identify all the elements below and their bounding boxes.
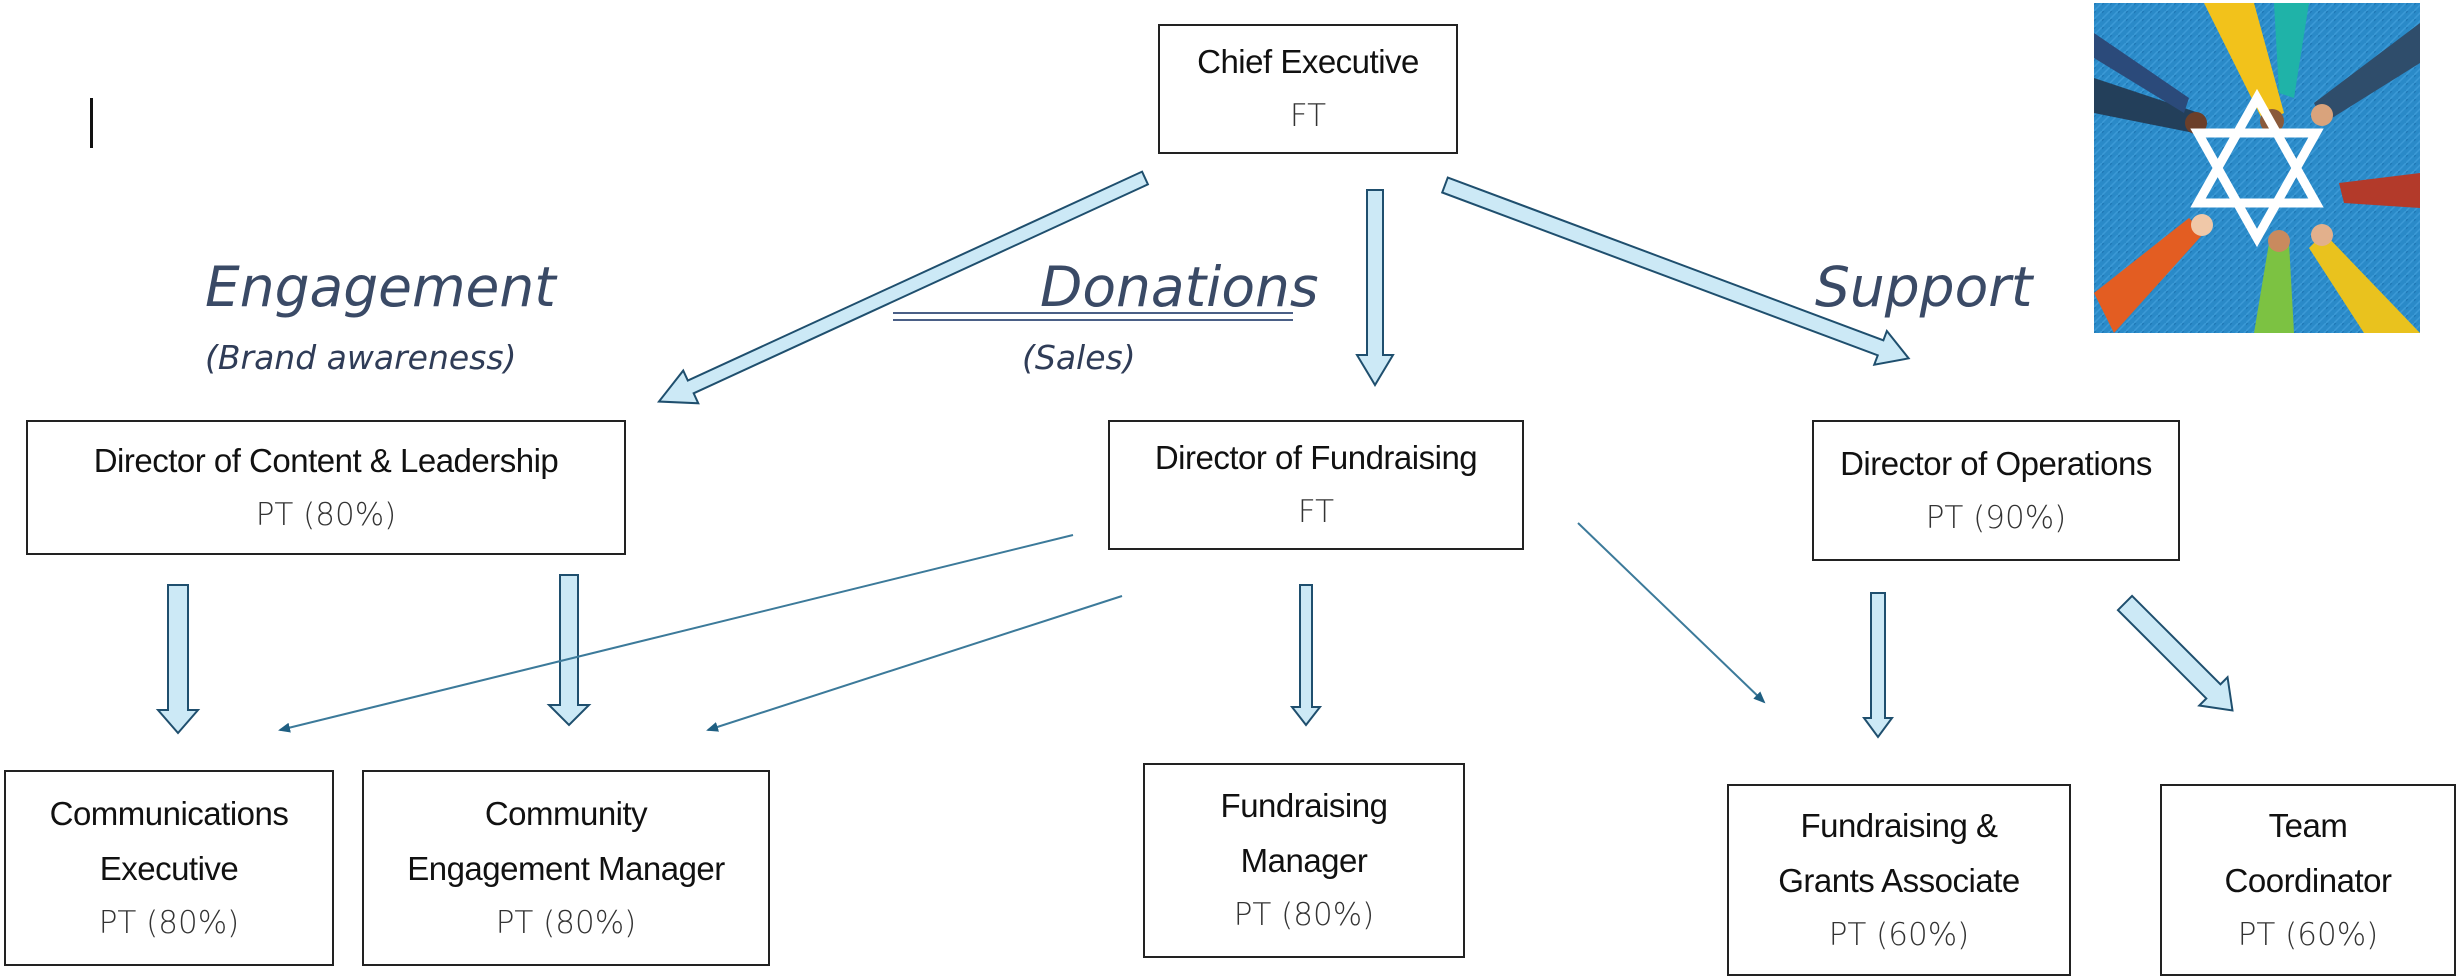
box-title-line2: Manager	[1240, 842, 1368, 879]
box-team-coordinator: Team Coordinator PT (60%)	[2160, 784, 2456, 976]
thin-arrow-fundraising-to-communications	[278, 534, 1074, 733]
box-fundraising-grants-associate: Fundraising & Grants Associate PT (60%)	[1727, 784, 2071, 976]
section-subtitle-donations: (Sales)	[1022, 338, 1136, 377]
box-fte: PT (80%)	[1233, 897, 1375, 933]
box-fundraising-manager: Fundraising Manager PT (80%)	[1143, 763, 1465, 958]
arrow-operations-to-grants	[1862, 592, 1894, 739]
star-of-david-hands-logo	[2094, 3, 2420, 333]
box-title-line2: Coordinator	[2224, 861, 2392, 899]
section-title-donations: Donations	[1040, 255, 1319, 319]
box-title-line2: Engagement Manager	[407, 849, 725, 887]
box-title: Director of Content & Leadership	[93, 441, 559, 479]
box-community-engagement-manager: Community Engagement Manager PT (80%)	[362, 770, 770, 966]
thin-arrow-fundraising-to-community	[706, 595, 1123, 732]
box-fte: PT (80%)	[98, 904, 240, 941]
arrow-ceo-to-operations	[1440, 176, 1911, 367]
arrow-ceo-to-fundraising	[1355, 189, 1395, 387]
box-title-line1: Fundraising	[1220, 787, 1388, 824]
box-title-line1: Community	[484, 794, 648, 832]
arrow-operations-to-coordinator	[2116, 594, 2234, 712]
box-fte: PT (90%)	[1925, 499, 2067, 536]
arrow-content-to-communications	[155, 584, 201, 735]
box-title-line1: Fundraising &	[1800, 806, 1998, 844]
box-fte: FT	[1297, 494, 1335, 530]
arrow-fundraising-to-manager	[1289, 584, 1323, 727]
box-director-content-leadership: Director of Content & Leadership PT (80%…	[26, 420, 626, 555]
section-title-engagement: Engagement	[205, 255, 556, 319]
box-communications-executive: Communications Executive PT (80%)	[4, 770, 334, 966]
box-title-line1: Communications	[49, 794, 289, 832]
box-director-fundraising: Director of Fundraising FT	[1108, 420, 1524, 550]
box-fte: PT (80%)	[495, 904, 637, 941]
box-title-line2: Grants Associate	[1778, 861, 2020, 899]
arrow-ceo-to-content	[656, 170, 1150, 405]
box-fte: PT (60%)	[2237, 916, 2379, 953]
box-title-line2: Executive	[99, 849, 239, 887]
box-director-operations: Director of Operations PT (90%)	[1812, 420, 2180, 561]
thin-arrow-fundraising-to-grants	[1577, 522, 1766, 704]
box-title: Chief Executive	[1197, 43, 1419, 80]
box-fte: PT (80%)	[255, 496, 397, 533]
box-title: Director of Operations	[1840, 444, 2152, 482]
arrow-content-to-community	[546, 574, 592, 727]
text-cursor	[90, 98, 93, 148]
box-fte: FT	[1289, 98, 1327, 134]
section-title-support: Support	[1815, 255, 2033, 319]
box-title-line1: Team	[2268, 806, 2348, 844]
box-fte: PT (60%)	[1828, 916, 1970, 953]
box-title: Director of Fundraising	[1154, 439, 1478, 476]
section-subtitle-engagement: (Brand awareness)	[205, 338, 517, 377]
box-chief-executive: Chief Executive FT	[1158, 24, 1458, 154]
